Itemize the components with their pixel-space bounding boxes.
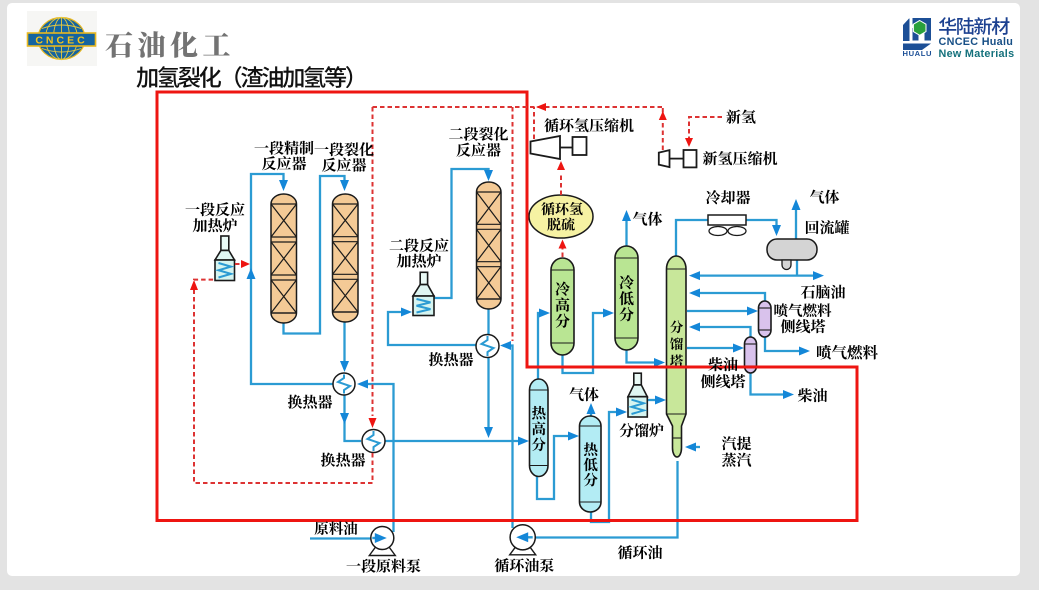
svg-text:CNCEC: CNCEC xyxy=(35,35,87,47)
svg-text:New Materials: New Materials xyxy=(939,48,1015,60)
svg-text:HUALU: HUALU xyxy=(903,49,933,58)
svg-text:CNCEC Hualu: CNCEC Hualu xyxy=(939,36,1014,48)
